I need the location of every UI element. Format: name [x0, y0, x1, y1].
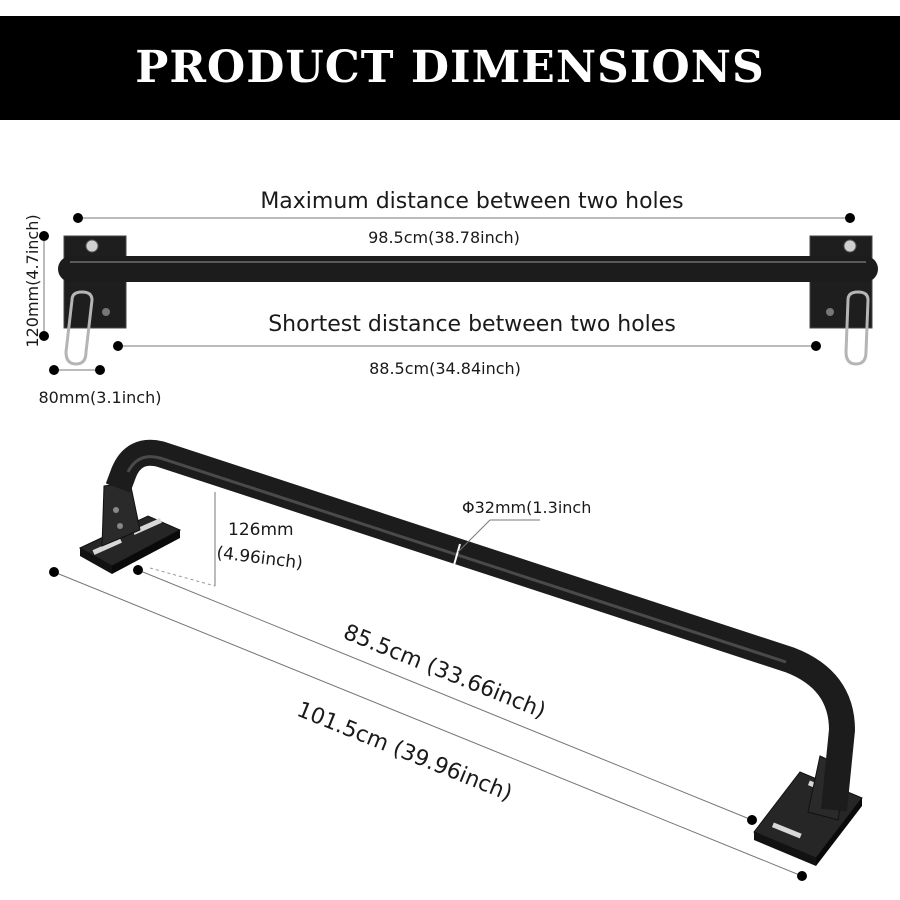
total-length-dot-left — [49, 567, 59, 577]
top-view: Maximum distance between two holes 98.5c… — [23, 189, 878, 407]
rise-base-dashed — [149, 567, 216, 587]
height-value: 120mm(4.7inch) — [23, 214, 42, 347]
top-view-bar — [58, 256, 878, 282]
inner-length-value: 85.5cm (33.66inch) — [340, 620, 549, 724]
left-carabiner — [64, 290, 94, 366]
total-length-value: 101.5cm (39.96inch) — [293, 697, 515, 806]
rise-value-line1: 126mm — [228, 520, 294, 540]
max-distance-value: 98.5cm(38.78inch) — [368, 228, 520, 247]
right-carabiner — [844, 290, 870, 366]
diameter-value: Φ32mm(1.3inch — [462, 498, 591, 517]
max-distance-label: Maximum distance between two holes — [260, 189, 683, 214]
inner-length-line — [137, 569, 753, 821]
inner-length-dot-left — [133, 565, 143, 575]
min-distance-label: Shortest distance between two holes — [268, 312, 676, 337]
width-dot-right — [95, 365, 105, 375]
rise-value-line2: (4.96inch) — [215, 543, 304, 573]
left-top-bolt — [85, 239, 99, 253]
max-distance-dot-left — [73, 213, 83, 223]
min-distance-value: 88.5cm(34.84inch) — [369, 359, 521, 378]
right-bottom-bolt — [826, 308, 834, 316]
perspective-view: 126mm (4.96inch) Φ32mm(1.3inch 85.5cm (3… — [49, 439, 863, 881]
header-band — [0, 16, 900, 120]
total-length-dot-right — [797, 871, 807, 881]
width-value: 80mm(3.1inch) — [39, 388, 162, 407]
left-bottom-bolt — [102, 308, 110, 316]
total-length-line — [53, 571, 803, 877]
max-distance-dot-right — [845, 213, 855, 223]
min-distance-dot-right — [811, 341, 821, 351]
width-dot-left — [49, 365, 59, 375]
diameter-mark — [451, 543, 461, 573]
perspective-bar — [105, 439, 855, 812]
height-dot-bottom — [39, 331, 49, 341]
right-top-bolt — [843, 239, 857, 253]
min-distance-dot-left — [113, 341, 123, 351]
page-title: PRODUCT DIMENSIONS — [135, 42, 765, 93]
diameter-leader — [457, 519, 491, 553]
inner-length-dot-right — [747, 815, 757, 825]
height-dot-top — [39, 231, 49, 241]
